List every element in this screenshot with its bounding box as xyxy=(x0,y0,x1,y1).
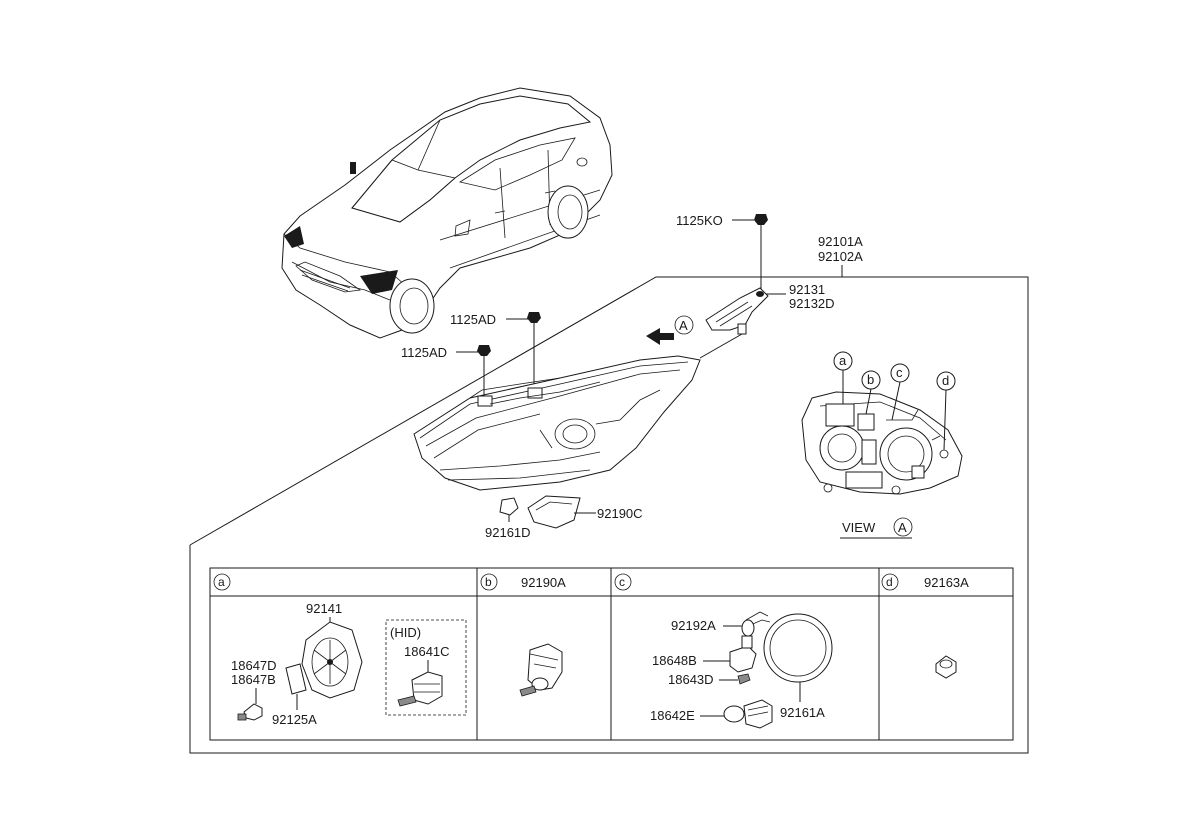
part-label-1125ad-lower: 1125AD xyxy=(401,345,447,360)
view-circle-d: d xyxy=(942,373,949,388)
part-label-92161d: 92161D xyxy=(485,525,531,540)
table-header-a: a xyxy=(213,573,231,591)
table-header-title-b: 92190A xyxy=(521,575,566,590)
grommet-92161d: 92161D xyxy=(485,497,531,540)
part-label-18647d: 18647D xyxy=(231,658,277,673)
assembly-boundary xyxy=(189,276,1029,754)
bolt-1125ad-lower: 1125AD xyxy=(401,345,491,400)
headlamp-assembly xyxy=(413,355,701,491)
cell-c-parts: 92192A 18648B 18643D 18642E 92161A xyxy=(650,611,833,729)
view-a-rear-headlamp: a b c d VIEW A xyxy=(801,351,963,539)
table-header-b: b 92190A xyxy=(480,573,566,591)
table-header-letter-b: b xyxy=(485,575,492,589)
part-label-18643d: 18643D xyxy=(668,672,714,687)
table-header-letter-a: a xyxy=(218,575,225,589)
part-label-18641c: 18641C xyxy=(404,644,450,659)
table-header-d: d 92163A xyxy=(881,573,969,591)
label-92101a-group: 92101A 92102A xyxy=(818,234,863,277)
part-label-18647b: 18647B xyxy=(231,672,276,687)
cover-92190c: 92190C xyxy=(527,495,643,529)
part-label-1125ad-upper: 1125AD xyxy=(450,312,496,327)
cell-a-parts: 92141 92125A 18647D 18647B (HID) 18641C xyxy=(231,601,467,727)
part-label-92102a: 92102A xyxy=(818,249,863,264)
view-caption-letter: A xyxy=(898,520,907,535)
view-circle-c: c xyxy=(896,365,903,380)
part-label-18642e: 18642E xyxy=(650,708,695,723)
cell-b-parts xyxy=(519,643,563,697)
part-label-92192a: 92192A xyxy=(671,618,716,633)
part-label-hid: (HID) xyxy=(390,625,421,640)
callout-letter-a: A xyxy=(679,318,688,333)
car-illustration xyxy=(281,87,613,339)
part-label-92161a: 92161A xyxy=(780,705,825,720)
bolt-1125ad-upper: 1125AD xyxy=(450,312,541,392)
part-label-1125ko: 1125KO xyxy=(676,213,723,228)
part-label-18648b: 18648B xyxy=(652,653,697,668)
table-header-letter-c: c xyxy=(619,575,625,589)
view-caption: VIEW xyxy=(842,520,876,535)
part-label-92141: 92141 xyxy=(306,601,342,616)
view-circle-b: b xyxy=(867,372,874,387)
table-header-letter-d: d xyxy=(886,575,893,589)
bracket-92131: 92131 92132D xyxy=(699,282,835,359)
part-label-92131: 92131 xyxy=(789,282,825,297)
view-circle-a: a xyxy=(839,353,847,368)
part-label-92132d: 92132D xyxy=(789,296,835,311)
part-label-92190c: 92190C xyxy=(597,506,643,521)
part-label-92101a: 92101A xyxy=(818,234,863,249)
view-direction-arrow: A xyxy=(646,315,694,345)
cell-d-parts xyxy=(935,655,957,679)
bolt-1125ko: 1125KO xyxy=(676,213,768,290)
detail-table: a b 92190A c d 92163A 92141 xyxy=(209,567,1014,741)
table-header-c: c xyxy=(614,573,632,591)
part-label-92125a: 92125A xyxy=(272,712,317,727)
table-header-title-d: 92163A xyxy=(924,575,969,590)
